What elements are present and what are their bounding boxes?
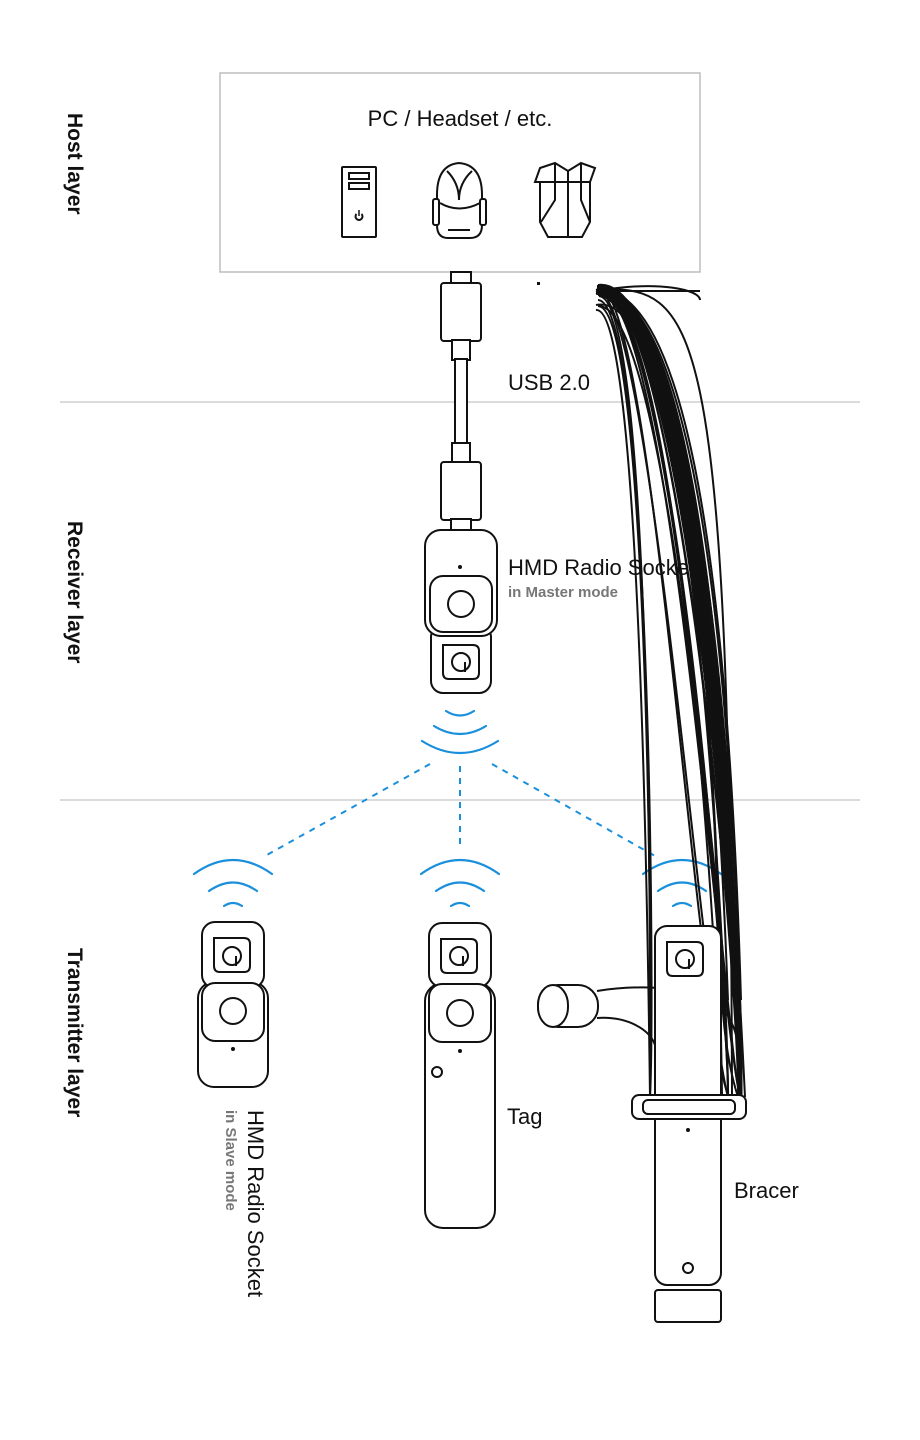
receiver-signal-icon — [420, 709, 500, 755]
usb-cable — [440, 271, 482, 532]
slave-socket-name: HMD Radio Socket — [243, 1110, 268, 1297]
bracer-loops-final — [597, 285, 743, 1098]
socket-signal-icon — [192, 858, 274, 908]
link-to-bracer — [491, 763, 656, 857]
tag-signal-icon — [419, 858, 501, 908]
receiver-socket — [424, 529, 498, 694]
transmitter-layer-label: Transmitter layer — [63, 948, 86, 1117]
receiver-mode: in Master mode — [508, 584, 618, 601]
usb-label: USB 2.0 — [508, 370, 590, 395]
bracer-label: Bracer — [734, 1178, 799, 1203]
vr-headset-icon — [432, 161, 487, 239]
slave-socket-mode: in Slave mode — [222, 1110, 239, 1211]
link-to-socket — [264, 763, 431, 857]
tag-device — [424, 922, 496, 1229]
bracer-simple — [597, 287, 733, 1098]
slave-socket-device — [197, 921, 269, 1088]
bracer-strap-assembly — [537, 925, 747, 1323]
tag-label: Tag — [507, 1104, 542, 1129]
host-box-title: PC / Headset / etc. — [368, 106, 553, 131]
host-layer-label: Host layer — [63, 113, 86, 215]
receiver-layer-label: Receiver layer — [63, 521, 86, 663]
backpack-pc-icon — [533, 161, 597, 238]
pc-tower-icon — [341, 166, 377, 238]
bracer-wire-stub — [596, 285, 701, 301]
bracer-sensor-puck — [537, 282, 540, 285]
receiver-name: HMD Radio Socket — [508, 555, 695, 580]
host-box: PC / Headset / etc. — [219, 72, 701, 273]
